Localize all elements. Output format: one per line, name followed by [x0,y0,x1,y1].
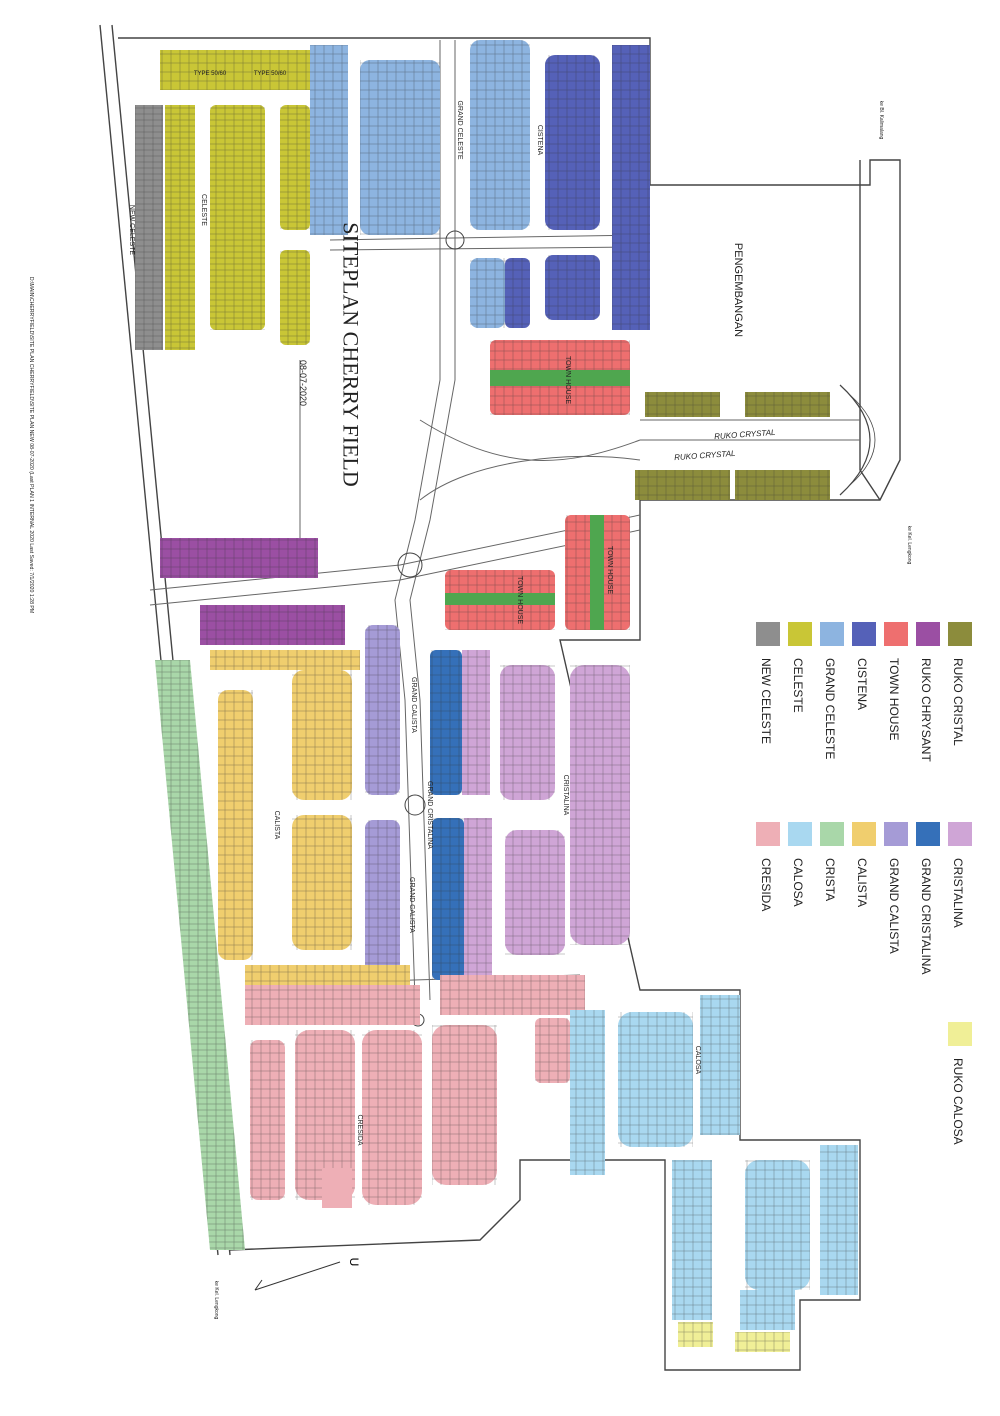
legend-label-cistena: CISTENA [855,658,869,710]
road-label-b: ke Kel. Lengkong [906,526,912,565]
legend-label-cristalina: CRISTALINA [951,858,965,928]
label-new-celeste: NEW CELESTE [128,205,135,256]
roundabout-south [404,794,426,816]
label-cristalina: CRISTALINA [562,775,569,816]
legend-swatch-grand-calista [884,822,908,846]
zone-town-house [445,340,630,630]
zone-calosa [570,995,858,1330]
label-town-house-2: TOWN HOUSE [606,546,613,594]
label-calosa: CALOSA [694,1046,701,1075]
label-town-house-3: TOWN HOUSE [516,576,523,624]
label-town-house-1: TOWN HOUSE [564,356,571,404]
legend-label-new-celeste: NEW CELESTE [759,658,773,744]
label-type-2: TYPE 50/60 [254,71,287,77]
zone-ruko-cristal [635,392,830,500]
label-ruko-crystal-2: RUKO CRYSTAL [674,449,736,462]
legend: RUKO CRISTAL RUKO CHRYSANT TOWN HOUSE CISTE… [756,622,972,1145]
road-label-a: ke Bl. Kalimalang [878,101,884,140]
zone-ruko-chrysant [160,538,345,645]
zone-cresida [245,975,585,1208]
label-grand-celeste: GRAND CELESTE [456,100,463,159]
legend-swatch-cistena [852,622,876,646]
site-title: SITEPLAN CHERRY FIELD [339,222,364,486]
legend-swatch-grand-cristalina [916,822,940,846]
label-grand-calista-1: GRAND CALISTA [410,677,417,733]
label-calista: CALISTA [273,811,280,840]
label-grand-cristalina: GRAND CRISTALINA [426,781,433,849]
zone-cistena [505,45,650,330]
zone-grand-celeste [310,40,530,328]
legend-label-grand-celeste: GRAND CELESTE [823,658,837,759]
legend-swatch-new-celeste [756,622,780,646]
legend-swatch-crista [820,822,844,846]
main-gate [839,384,871,496]
roundabout-north [445,230,465,250]
label-cresida: CRESIDA [356,1114,363,1145]
road-label-c: ke Kel. Lengkong [213,1281,219,1320]
file-note: D:\MAIN\CHERRYFIELD\SITE PLAN CHERRYFIEL… [28,277,34,613]
zone-new-celeste [135,105,163,350]
legend-swatch-celeste [788,622,812,646]
label-pengembangan: PENGEMBANGAN [732,243,744,337]
site-date: 08-07-2020 [298,360,308,406]
legend-swatch-town-house [884,622,908,646]
zone-calista [210,650,410,990]
label-ruko-crystal-1: RUKO CRYSTAL [714,428,776,441]
zone-crista [155,660,245,1250]
legend-label-ruko-calosa: RUKO CALOSA [951,1058,965,1145]
legend-swatch-ruko-chrysant [916,622,940,646]
north-arrow: U [254,1258,361,1291]
legend-label-calista: CALISTA [855,858,869,907]
zone-ruko-calosa [678,1322,790,1352]
legend-swatch-cresida [756,822,780,846]
zone-grand-cristalina [430,650,492,980]
legend-label-calosa: CALOSA [791,858,805,907]
legend-swatch-ruko-calosa [948,1022,972,1046]
legend-label-celeste: CELESTE [791,658,805,713]
zone-cristalina [500,665,630,955]
legend-label-grand-cristalina: GRAND CRISTALINA [919,858,933,974]
legend-label-grand-calista: GRAND CALISTA [887,858,901,954]
legend-label-cresida: CRESIDA [759,858,773,911]
roads [149,40,860,1001]
legend-swatch-cristalina [948,822,972,846]
legend-swatch-grand-celeste [820,622,844,646]
label-grand-calista-2: GRAND CALISTA [408,877,415,933]
label-celeste: CELESTE [200,194,207,226]
legend-label-ruko-cristal: RUKO CRISTAL [951,658,965,746]
zone-celeste [160,50,310,350]
legend-swatch-calosa [788,822,812,846]
roundabout-central [397,552,423,578]
legend-label-crista: CRISTA [823,858,837,901]
legend-label-town-house: TOWN HOUSE [887,658,901,740]
zone-grand-calista [365,625,400,990]
label-type-1: TYPE 50/60 [194,71,227,77]
label-cistena: CISTENA [536,125,543,156]
north-label: U [347,1258,361,1267]
legend-swatch-calista [852,822,876,846]
legend-label-ruko-chrysant: RUKO CHRYSANT [919,658,933,762]
legend-swatch-ruko-cristal [948,622,972,646]
